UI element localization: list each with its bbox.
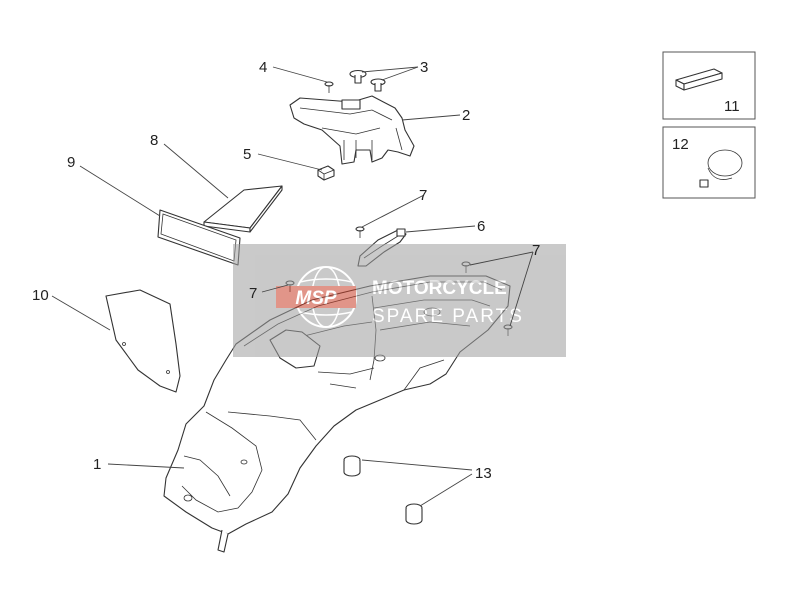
watermark: MSP MOTORCYCLE SPARE PARTS (233, 244, 566, 357)
callout-12[interactable]: 12 (672, 136, 689, 153)
label-kit-icon (675, 68, 723, 91)
watermark-line1: MOTORCYCLE (372, 278, 507, 299)
leader-lines (51, 66, 534, 507)
callout-9[interactable]: 9 (67, 154, 75, 171)
callout-11[interactable]: 11 (724, 98, 740, 115)
part-side-panel[interactable] (105, 289, 181, 393)
callout-4[interactable]: 4 (259, 59, 267, 76)
callout-3[interactable]: 3 (420, 59, 428, 76)
part-clip-nut[interactable] (317, 165, 335, 181)
part-rubber-buffer[interactable] (343, 455, 423, 525)
kit-box-11[interactable] (662, 51, 756, 120)
callout-1[interactable]: 1 (93, 456, 101, 473)
callout-6[interactable]: 6 (477, 218, 485, 235)
callout-7b[interactable]: 7 (249, 285, 257, 302)
callout-8[interactable]: 8 (150, 132, 158, 149)
part-hinge-bracket[interactable] (289, 95, 415, 165)
callout-5[interactable]: 5 (243, 146, 251, 163)
callout-7c[interactable]: 7 (532, 242, 540, 259)
callout-10[interactable]: 10 (32, 287, 49, 304)
callout-13[interactable]: 13 (475, 465, 492, 482)
part-document-pouch[interactable] (203, 185, 283, 233)
kit-box-12[interactable] (662, 126, 756, 199)
part-push-rivet[interactable] (349, 69, 386, 92)
callout-7a[interactable]: 7 (419, 187, 427, 204)
watermark-logo-text: MSP (295, 288, 337, 309)
part-screw-4[interactable] (324, 81, 334, 93)
callout-labels: 1 2 3 4 5 6 7 7 7 8 9 10 11 12 13 (32, 59, 740, 482)
hose-clamp-icon (699, 149, 743, 188)
watermark-line2: SPARE PARTS (372, 306, 524, 327)
callout-2[interactable]: 2 (462, 107, 470, 124)
